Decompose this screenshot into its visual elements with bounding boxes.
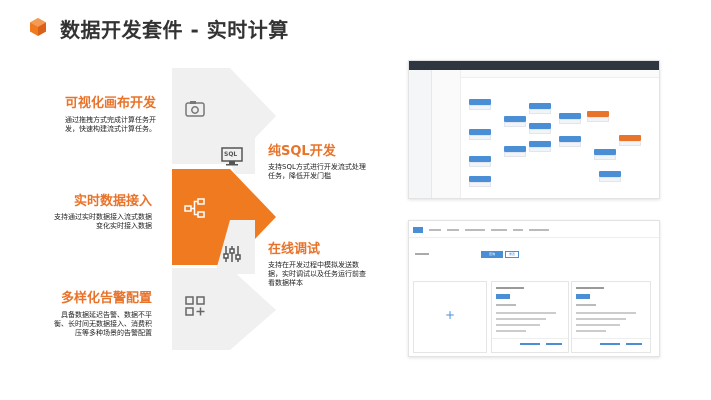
debug-add-card: + (413, 281, 487, 353)
monitor-sql-icon (221, 147, 243, 166)
page-title: 数据开发套件 - 实时计算 (60, 18, 289, 42)
sliders-icon (223, 246, 241, 262)
feature-chevrons-right (215, 124, 255, 274)
feature-debug-desc: 支持在开发过程中模拟发送数据，实时调试以及任务运行前查看数据样本 (268, 261, 366, 287)
debug-job-card-2 (571, 281, 651, 353)
debug-job-card-1 (491, 281, 569, 353)
flow-hierarchy-icon (184, 198, 205, 218)
feature-alert-title: 多样化告警配置 (60, 291, 152, 306)
sql-icon-text: SQL (224, 151, 238, 158)
chevron-sql (215, 124, 255, 174)
feature-sql-title: 纯SQL开发 (268, 144, 336, 159)
chevron-alert (172, 268, 276, 350)
feature-alert-desc: 具备数据延迟告警、数据不平衡、长时间无数据接入、消费积压等多种场景的告警配置 (54, 311, 152, 337)
chevron-debug (215, 220, 255, 274)
plus-icon: + (444, 308, 456, 322)
feature-realtime-title: 实时数据接入 (73, 194, 152, 209)
debug-screenshot: 查询 重置 + (408, 220, 660, 357)
grid-plus-icon (185, 296, 205, 316)
feature-visual-title: 可视化画布开发 (64, 96, 156, 111)
canvas-editor-screenshot (408, 60, 660, 199)
debug-query-button: 查询 (481, 251, 503, 258)
debug-reset-button: 重置 (505, 251, 519, 258)
feature-realtime-desc: 支持通过实时数据接入流式数据变化实时接入数据 (54, 213, 152, 230)
eye-image-icon (185, 101, 205, 117)
feature-visual-desc: 通过拖拽方式完成计算任务开发，快速构建流式计算任务。 (65, 116, 156, 133)
feature-debug-title: 在线调试 (268, 242, 321, 257)
feature-sql-desc: 支持SQL方式进行开发流式处理任务，降低开发门槛 (268, 163, 366, 180)
orange-cube-icon (30, 18, 46, 36)
